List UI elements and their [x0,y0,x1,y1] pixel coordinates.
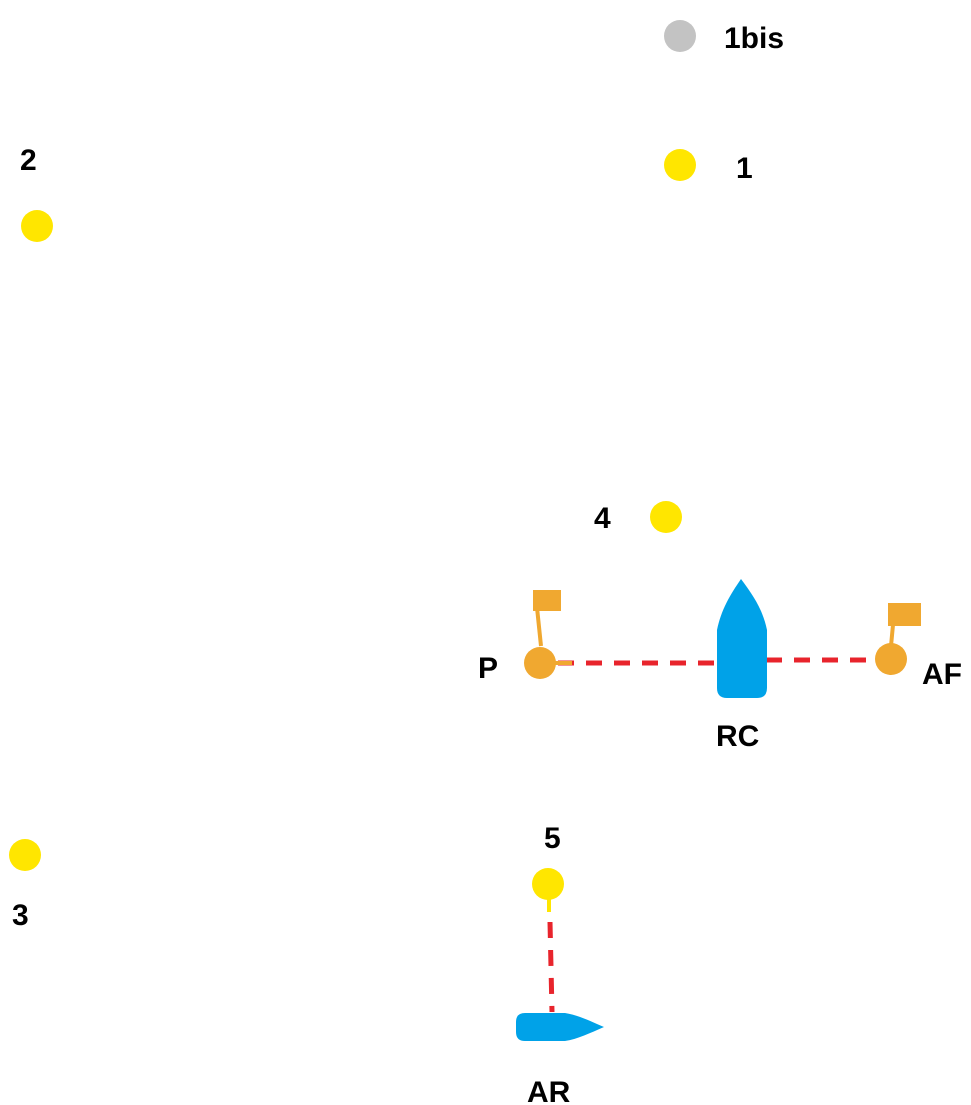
mark-3-label: 3 [12,899,29,932]
pin-label: P [478,652,498,685]
committee-boat-label: RC [716,720,759,753]
yellow-buoy-icon [650,501,682,533]
yellow-buoy-icon [21,210,53,242]
boat-icon [516,1013,604,1041]
committee-boat: RC [716,579,767,753]
orange-buoy-icon [524,647,556,679]
orange-buoy-icon [875,643,907,675]
yellow-buoy-icon [664,149,696,181]
flag-buoy-af: AF [875,603,962,691]
mark-3: 3 [9,839,41,932]
finish-line-dashed [547,921,555,1013]
mark-2-label: 2 [20,144,37,177]
boat-icon [717,579,767,698]
mark-1bis-label: 1bis [724,22,784,55]
mark-1-label: 1 [736,152,753,185]
orange-flag-icon [888,603,921,626]
grey-buoy-icon [664,20,696,52]
pin-buoy: P [478,590,572,685]
arrival-boat: AR [516,1013,604,1105]
mark-5: 5 [532,822,564,912]
mark-1: 1 [664,149,753,185]
mark-4: 4 [594,501,682,535]
yellow-buoy-icon [9,839,41,871]
start-line [558,657,880,666]
mark-5-label: 5 [544,822,561,855]
finish-line [547,921,555,1013]
flag-buoy-label: AF [922,658,962,691]
mark-1bis: 1bis [664,20,784,55]
orange-flag-icon [533,590,561,611]
yellow-buoy-icon [532,868,564,900]
mark-4-label: 4 [594,502,611,535]
arrival-boat-label: AR [527,1076,571,1105]
mark-2: 2 [20,144,53,242]
